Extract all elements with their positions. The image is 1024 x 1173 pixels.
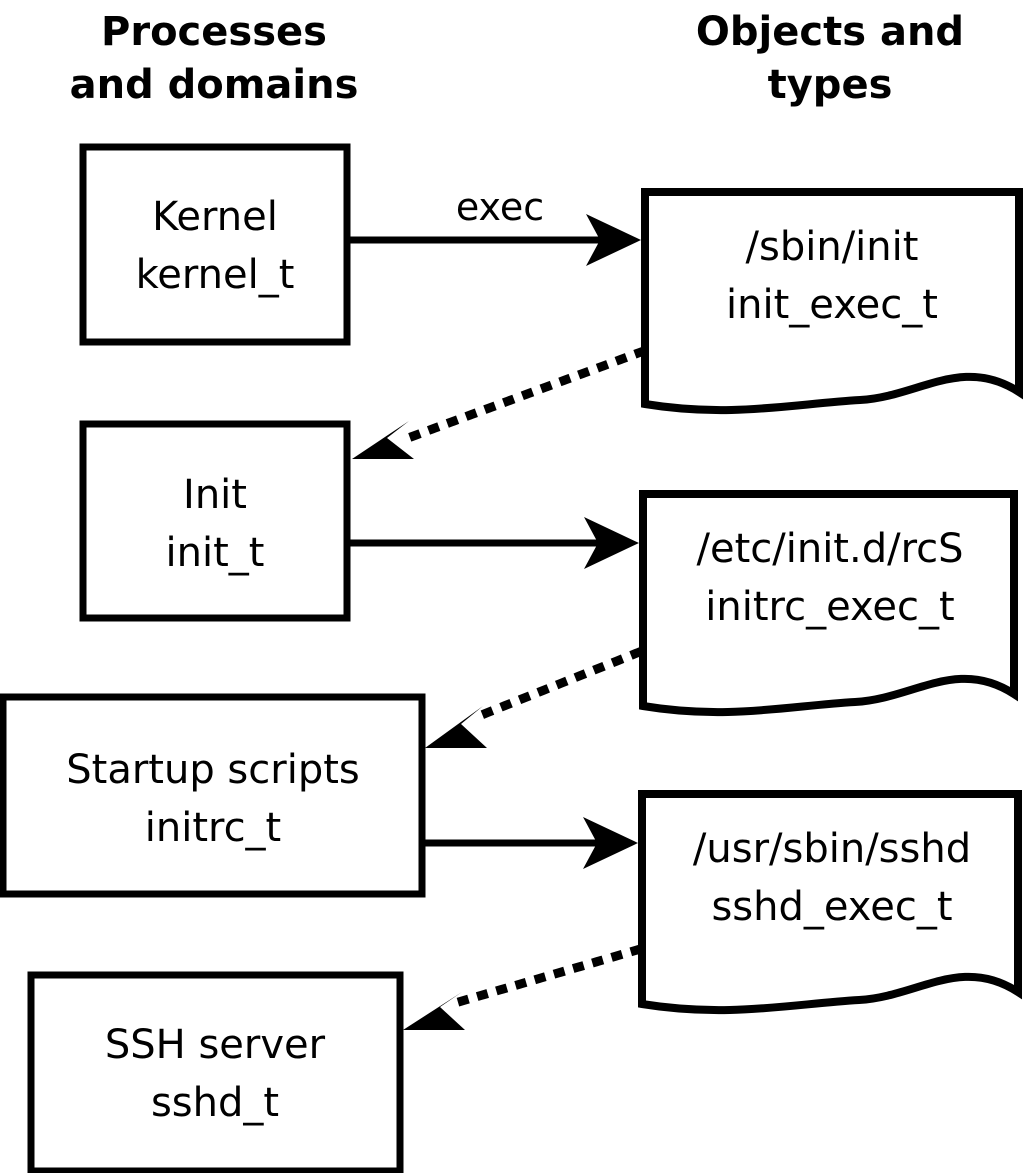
edge-initrc-exec-sshd_exec bbox=[425, 817, 638, 869]
edge-init-exec-initrc_exec bbox=[350, 517, 639, 569]
node-sshd-box[interactable] bbox=[27, 971, 404, 1173]
node-kernel-box[interactable] bbox=[79, 143, 351, 346]
node-initrc_exec-line1: /etc/init.d/rcS bbox=[696, 526, 963, 572]
arrowhead-init-exec bbox=[584, 517, 639, 569]
node-sshd_exec-line2: sshd_exec_t bbox=[711, 884, 952, 930]
edge-initrc_exec-transition-initrc bbox=[425, 647, 643, 748]
node-init_exec-line1: /sbin/init bbox=[746, 224, 919, 270]
edge-kernel-exec-init_exec: exec bbox=[350, 185, 641, 266]
node-kernel[interactable]: Kernel kernel_t bbox=[79, 143, 351, 346]
node-init_exec-document-shape[interactable] bbox=[641, 188, 1023, 415]
node-initrc-line1: Startup scripts bbox=[66, 747, 359, 793]
node-sshd-line2: sshd_t bbox=[151, 1080, 279, 1126]
column-header-processes-line2: and domains bbox=[70, 62, 359, 108]
node-initrc_exec[interactable]: /etc/init.d/rcS initrc_exec_t bbox=[639, 490, 1018, 717]
column-header-objects-line2: types bbox=[768, 62, 893, 108]
column-header-processes-line1: Processes bbox=[101, 9, 327, 55]
edge-line-sshd-transition bbox=[456, 944, 643, 1007]
arrowhead-kernel-exec bbox=[586, 214, 641, 266]
node-init-line1: Init bbox=[183, 472, 247, 518]
edge-line-init-transition bbox=[402, 346, 647, 444]
node-initrc_exec-line2: initrc_exec_t bbox=[705, 584, 954, 630]
node-sshd_exec[interactable]: /usr/sbin/sshd sshd_exec_t bbox=[638, 790, 1022, 1015]
arrowhead-initrc-transition bbox=[425, 706, 487, 748]
node-sshd-line1: SSH server bbox=[105, 1022, 326, 1068]
arrowhead-init-transition bbox=[352, 421, 414, 459]
node-init[interactable]: Init init_t bbox=[79, 420, 351, 622]
edge-init_exec-transition-init bbox=[352, 346, 647, 459]
node-initrc_exec-document-shape[interactable] bbox=[639, 490, 1018, 717]
column-header-objects-line1: Objects and bbox=[696, 9, 964, 55]
node-initrc-box[interactable] bbox=[0, 693, 426, 898]
node-init-line2: init_t bbox=[166, 530, 265, 576]
node-kernel-line1: Kernel bbox=[152, 194, 278, 240]
node-initrc-line2: initrc_t bbox=[145, 805, 282, 851]
edge-label-exec: exec bbox=[456, 185, 544, 229]
edge-line-initrc-transition bbox=[478, 647, 643, 720]
node-init-box[interactable] bbox=[79, 420, 351, 622]
edge-sshd_exec-transition-sshd bbox=[403, 944, 643, 1030]
arrowhead-initrc-exec bbox=[583, 817, 638, 869]
arrowhead-sshd-transition bbox=[403, 992, 465, 1030]
node-init_exec-line2: init_exec_t bbox=[726, 282, 938, 328]
column-header-objects: Objects and types bbox=[696, 9, 964, 108]
node-sshd_exec-document-shape[interactable] bbox=[638, 790, 1022, 1015]
column-header-processes: Processes and domains bbox=[70, 9, 359, 108]
node-sshd_exec-line1: /usr/sbin/sshd bbox=[693, 826, 971, 872]
node-sshd[interactable]: SSH server sshd_t bbox=[27, 971, 404, 1173]
node-kernel-line2: kernel_t bbox=[136, 252, 295, 298]
node-init_exec[interactable]: /sbin/init init_exec_t bbox=[641, 188, 1023, 415]
node-initrc[interactable]: Startup scripts initrc_t bbox=[0, 693, 426, 898]
